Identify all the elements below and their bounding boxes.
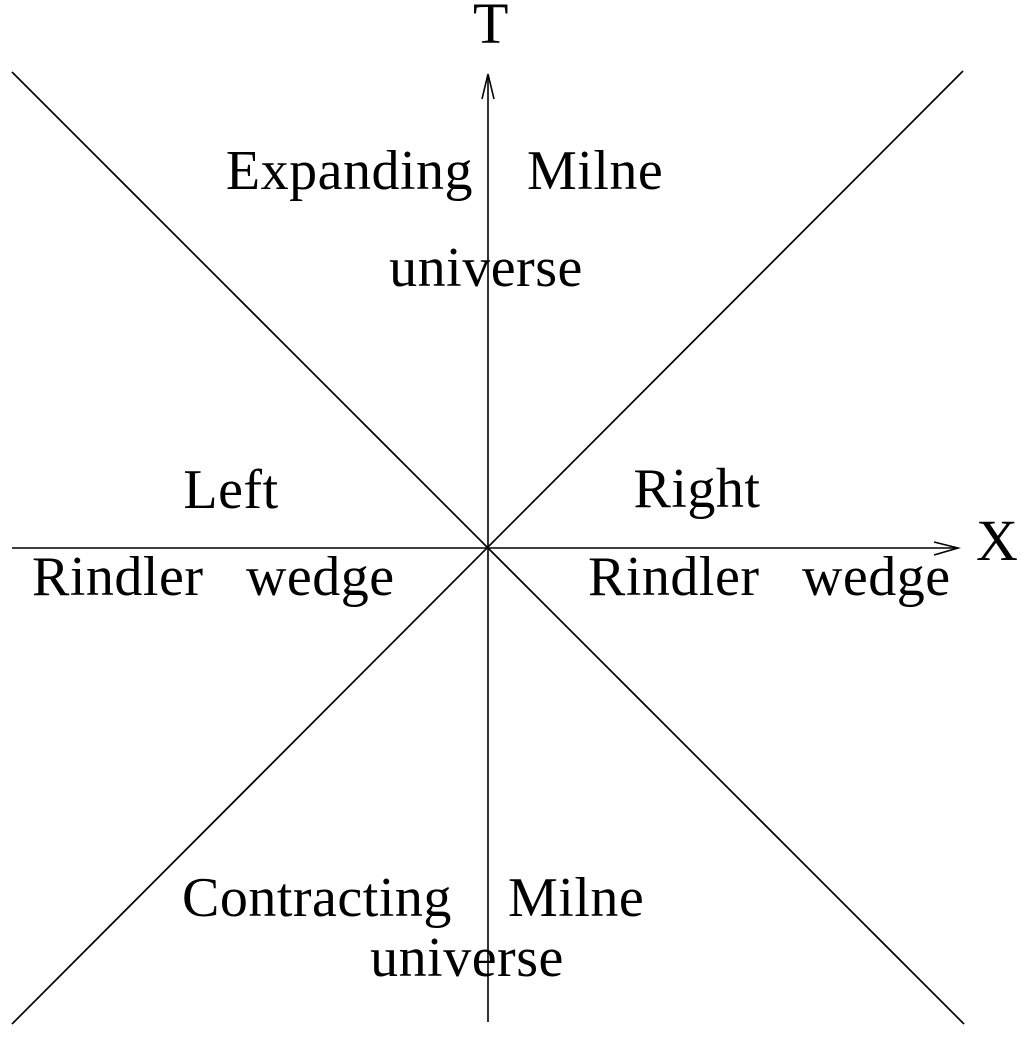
region-label-milne-top: Milne — [527, 140, 664, 202]
region-label-left: Left — [183, 459, 279, 521]
region-label-right: Right — [633, 458, 761, 520]
region-label-universe-bottom: universe — [370, 927, 564, 989]
t-axis-label: T — [473, 0, 509, 56]
region-label-milne-bottom: Milne — [508, 867, 645, 929]
region-label-right-rindler-wedge: Rindler wedge — [588, 546, 951, 608]
x-axis-label: X — [976, 508, 1019, 573]
region-label-expanding: Expanding — [225, 140, 473, 202]
t-axis-arrowhead — [481, 73, 495, 100]
region-label-left-rindler-wedge: Rindler wedge — [32, 546, 395, 608]
x-axis-arrowhead — [933, 541, 962, 556]
region-label-contracting: Contracting — [182, 867, 452, 929]
region-label-universe-top: universe — [389, 237, 583, 299]
